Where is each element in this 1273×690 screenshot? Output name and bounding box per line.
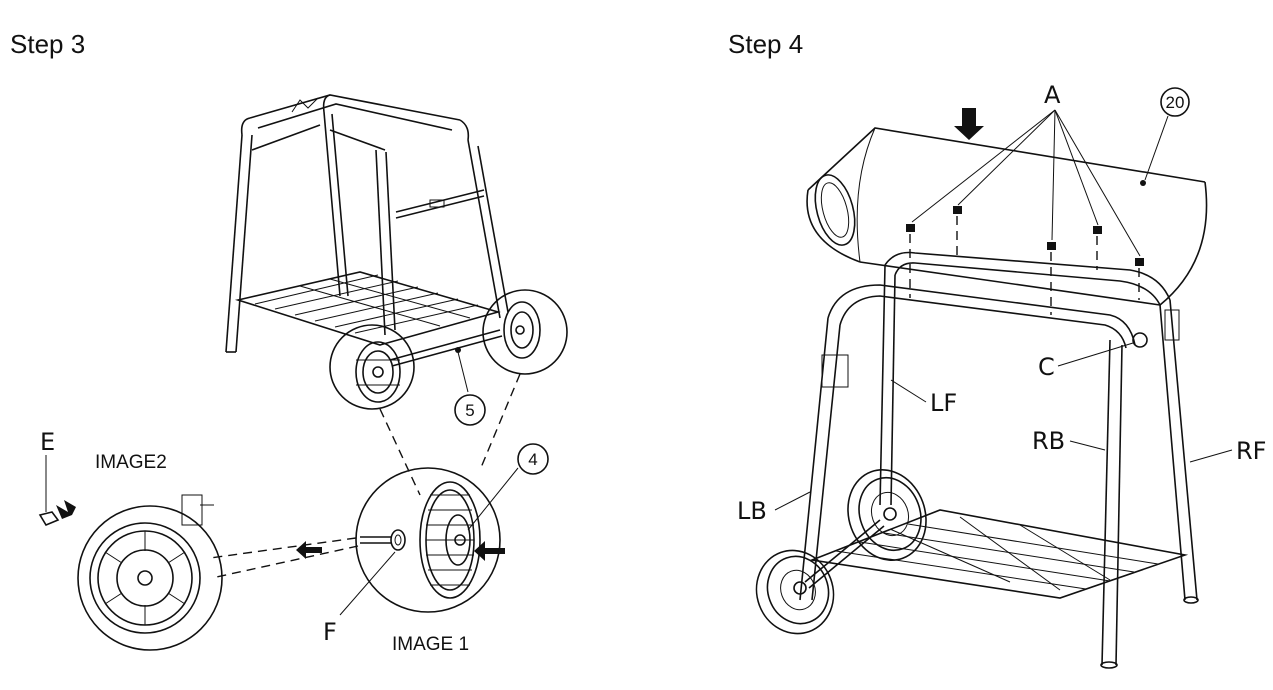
image1-caption: IMAGE 1 [392, 634, 469, 655]
letter-f: F [323, 618, 337, 646]
callout-4-text: 4 [528, 450, 537, 469]
shelf-grid [835, 516, 1159, 591]
label-rf: RF [1236, 437, 1266, 465]
callout-part-20: 20 [1144, 87, 1190, 181]
callout-bolts-a: A [906, 81, 1144, 315]
grill-frame [799, 251, 1199, 669]
wheel-left-detail [329, 324, 415, 410]
callout-leg-rb: RB [1032, 427, 1106, 455]
label-lf: LF [930, 389, 957, 417]
push-arrow-icon [474, 541, 505, 561]
callout-leg-rf: RF [1189, 437, 1266, 465]
image2-wheel-detail [77, 494, 223, 651]
label-rb: RB [1032, 427, 1065, 455]
callout-leg-lf: LF [890, 379, 957, 417]
bolt-icon [906, 206, 1144, 266]
callout-letter-e: E [38, 428, 76, 527]
direction-arrow-icon [296, 541, 322, 559]
grill-barrel [806, 127, 1208, 306]
letter-a: A [1044, 81, 1061, 109]
wheel-front [847, 469, 927, 561]
callout-leg-lb: LB [737, 491, 811, 525]
callout-part-5: 5 [454, 351, 486, 426]
image1-wheel-detail [355, 467, 505, 613]
callout-20-text: 20 [1166, 93, 1185, 112]
cart-frame [225, 94, 509, 367]
step3-title: Step 3 [10, 29, 85, 59]
wheel-rear [755, 549, 835, 635]
image2-caption: IMAGE2 [95, 452, 167, 473]
wheel-right-detail [482, 289, 568, 375]
letter-e: E [40, 428, 55, 456]
down-arrow-icon [954, 108, 984, 140]
callout-part-4: 4 [467, 443, 549, 531]
callout-nut-c: C [1038, 342, 1134, 381]
label-lb: LB [737, 497, 767, 525]
step4-title: Step 4 [728, 29, 803, 59]
tray-grid [254, 274, 479, 334]
callout-letter-f: F [323, 551, 396, 646]
pin-arrow-icon [56, 500, 76, 519]
letter-c: C [1038, 353, 1055, 381]
callout-5-text: 5 [465, 401, 474, 420]
